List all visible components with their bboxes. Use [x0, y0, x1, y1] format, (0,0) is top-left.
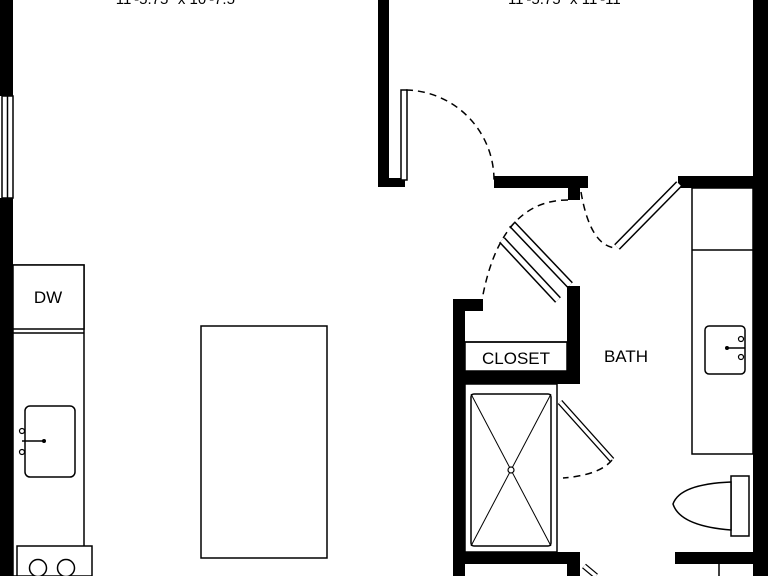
- dishwasher-label: DW: [34, 288, 62, 307]
- lower-bath-door: [582, 563, 598, 576]
- toilet: [672, 475, 750, 537]
- closet-doors: [481, 199, 573, 303]
- bath-upper-door: [580, 181, 682, 250]
- closet-label: CLOSET: [482, 349, 550, 368]
- shower-door: [557, 399, 615, 479]
- kitchen-island: [200, 325, 328, 559]
- kitchen-sink: [18, 405, 76, 478]
- window: [1, 95, 14, 199]
- bath-sink: [704, 325, 746, 375]
- bedroom-door: [400, 89, 495, 181]
- dishwasher: [12, 264, 85, 330]
- left-exterior-wall: [0, 0, 13, 576]
- shower: [464, 383, 558, 553]
- range: [16, 545, 93, 576]
- closet-walls: [453, 286, 580, 576]
- right-exterior-wall: [753, 0, 768, 188]
- bedroom-south-wall: [494, 176, 588, 188]
- vanity-counter: [691, 187, 754, 455]
- right-room-dimensions: 11'-5.75" x 11'-11": [508, 0, 626, 8]
- left-room-dimensions: 11'-5.75" x 10'-7.5": [116, 0, 241, 8]
- closet: [464, 341, 568, 372]
- bath-label: BATH: [604, 347, 648, 366]
- bedroom-west-wall: [378, 0, 389, 187]
